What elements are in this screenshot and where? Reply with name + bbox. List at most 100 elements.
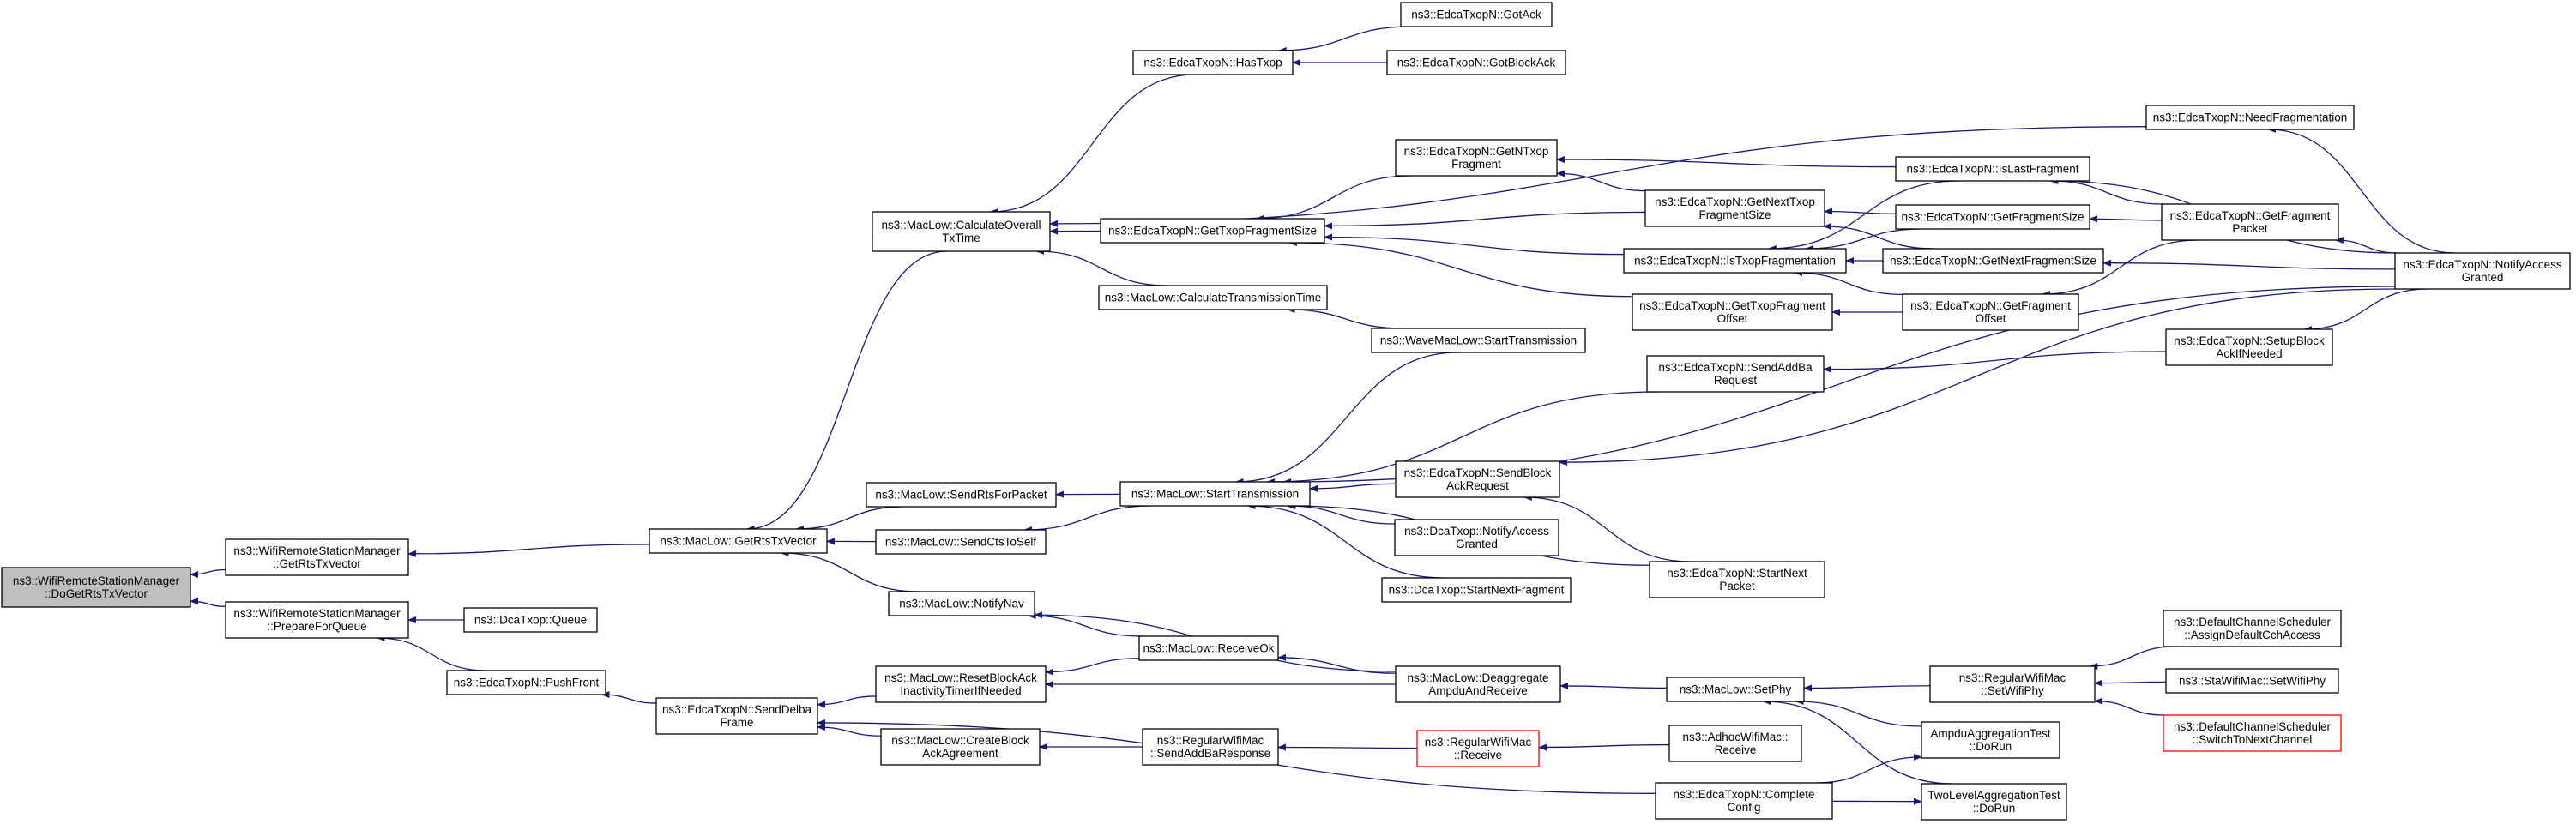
node-label-sta_setphy-0: ns3::StaWifiMac::SetWifiPhy: [2179, 675, 2326, 688]
node-rwm_sendaddba[interactable]: ns3::RegularWifiMac::SendAddBaResponse: [1142, 728, 1279, 766]
node-label-needfrag-0: ns3::EdcaTxopN::NeedFragmentation: [2153, 111, 2348, 124]
node-label-resetblock-0: ns3::MacLow::ResetBlockAck: [884, 671, 1037, 684]
node-label-getnexttxopfragsize-1: FragmentSize: [1698, 208, 1771, 221]
node-getfragsize[interactable]: ns3::EdcaTxopN::GetFragmentSize: [1895, 204, 2090, 230]
node-label-dcs_assign-0: ns3::DefaultChannelScheduler: [2174, 616, 2332, 629]
node-sta_setphy[interactable]: ns3::StaWifiMac::SetWifiPhy: [2165, 668, 2339, 694]
edge-rwm_setphy-to-setphy: [1803, 684, 1931, 692]
node-getrts_mgr[interactable]: ns3::WifiRemoteStationManager::GetRtsTxV…: [225, 538, 409, 576]
node-dcs_assign[interactable]: ns3::DefaultChannelScheduler::AssignDefa…: [2163, 610, 2342, 647]
node-box-receiveok: [1138, 635, 1279, 661]
node-box-ampdu_test: [1921, 721, 2060, 759]
node-box-calcoverall: [872, 211, 1051, 252]
node-gotblockack[interactable]: ns3::EdcaTxopN::GotBlockAck: [1386, 50, 1566, 75]
edge-getnexttxopfragsize-to-getntxopfrag: [1556, 170, 1646, 192]
node-box-deaggregate: [1395, 665, 1561, 703]
edge-pushfront-to-prepare: [376, 635, 486, 671]
node-dca_queue[interactable]: ns3::DcaTxop::Queue: [463, 607, 598, 633]
node-ml_start[interactable]: ns3::MacLow::StartTransmission: [1119, 481, 1311, 507]
node-setphy[interactable]: ns3::MacLow::SetPhy: [1666, 677, 1805, 702]
node-box-ml_start: [1119, 481, 1311, 507]
node-label-setupblock-1: AckIfNeeded: [2216, 347, 2282, 360]
node-box-setupblock: [2165, 328, 2333, 366]
node-rwm_receive[interactable]: ns3::RegularWifiMac::Receive: [1416, 730, 1540, 767]
node-label-pushfront-0: ns3::EdcaTxopN::PushFront: [454, 677, 600, 689]
node-receiveok[interactable]: ns3::MacLow::ReceiveOk: [1138, 635, 1279, 661]
node-label-sendrtsforpacket-0: ns3::MacLow::SendRtsForPacket: [875, 489, 1047, 502]
node-dca_startnext[interactable]: ns3::DcaTxop::StartNextFragment: [1381, 577, 1572, 603]
node-istxopfrag[interactable]: ns3::EdcaTxopN::IsTxopFragmentation: [1623, 248, 1847, 274]
node-box-dcs_switch: [2163, 714, 2342, 752]
edge-notifyaccess-to-getfragpacket: [2334, 237, 2398, 254]
node-ampdu_test[interactable]: AmpduAggregationTest::DoRun: [1921, 721, 2060, 759]
node-sendctstoself[interactable]: ns3::MacLow::SendCtsToSelf: [875, 529, 1047, 555]
node-adhoc_receive[interactable]: ns3::AdhocWifiMac::Receive: [1668, 725, 1802, 762]
node-getnextfragsize[interactable]: ns3::EdcaTxopN::GetNextFragmentSize: [1882, 248, 2104, 274]
node-label-rwm_receive-1: ::Receive: [1454, 749, 1502, 761]
node-notifynav[interactable]: ns3::MacLow::NotifyNav: [888, 591, 1035, 616]
node-gettxopfragsize[interactable]: ns3::EdcaTxopN::GetTxopFragmentSize: [1100, 218, 1325, 244]
node-label-gettxopfragsize-0: ns3::EdcaTxopN::GetTxopFragmentSize: [1108, 225, 1317, 238]
node-label-gotack-0: ns3::EdcaTxopN::GotAck: [1411, 9, 1541, 21]
node-box-adhoc_receive: [1668, 725, 1802, 762]
edge-getrts_mgr-to-root: [190, 568, 226, 579]
node-box-gotack: [1400, 2, 1553, 27]
node-box-needfrag: [2145, 105, 2355, 130]
node-hastxop[interactable]: ns3::EdcaTxopN::HasTxop: [1132, 50, 1294, 75]
node-dcs_switch[interactable]: ns3::DefaultChannelScheduler::SwitchToNe…: [2163, 714, 2342, 752]
node-label-dca_notify-0: ns3::DcaTxop::NotifyAccess: [1404, 525, 1549, 538]
node-wavestart[interactable]: ns3::WaveMacLow::StartTransmission: [1371, 328, 1586, 353]
edge-islastfrag-to-getntxopfrag: [1556, 156, 1897, 168]
node-calctx[interactable]: ns3::MacLow::CalculateTransmissionTime: [1098, 285, 1328, 310]
edge-notifyaccess-to-getnextfragsize: [2102, 259, 2396, 270]
node-needfrag[interactable]: ns3::EdcaTxopN::NeedFragmentation: [2145, 105, 2355, 130]
node-twolevel_test[interactable]: TwoLevelAggregationTest::DoRun: [1921, 783, 2067, 821]
node-ml_getrts[interactable]: ns3::MacLow::GetRtsTxVector: [649, 528, 828, 554]
node-label-sendaddba-1: Request: [1714, 374, 1758, 387]
edge-dcs_switch-to-rwm_setphy: [2094, 697, 2164, 716]
node-label-islastfrag-0: ns3::EdcaTxopN::IsLastFragment: [1906, 163, 2078, 176]
node-box-twolevel_test: [1921, 783, 2067, 821]
node-label-edca_startnext-1: Packet: [1719, 580, 1755, 592]
edge-wavestart-to-calctx: [1286, 306, 1404, 329]
node-root[interactable]: ns3::WifiRemoteStationManager::DoGetRtsT…: [1, 567, 191, 608]
node-box-rwm_sendaddba: [1142, 728, 1279, 766]
node-label-gettxopfragoffset-0: ns3::EdcaTxopN::GetTxopFragment: [1639, 299, 1825, 312]
node-label-rwm_sendaddba-0: ns3::RegularWifiMac: [1157, 734, 1264, 747]
node-prepare[interactable]: ns3::WifiRemoteStationManager::PrepareFo…: [225, 601, 409, 639]
edge-hastxop-to-calcoverall: [989, 74, 1196, 215]
node-islastfrag[interactable]: ns3::EdcaTxopN::IsLastFragment: [1895, 156, 2090, 182]
node-label-createblock-1: AckAgreement: [922, 747, 998, 760]
node-label-dca_startnext-0: ns3::DcaTxop::StartNextFragment: [1389, 584, 1565, 597]
node-label-notifyaccess-1: Granted: [2462, 271, 2504, 284]
edge-getnextfragsize-to-getnexttxopfragsize: [1823, 223, 1934, 250]
node-rwm_setphy[interactable]: ns3::RegularWifiMac::SetWifiPhy: [1929, 665, 2096, 703]
node-sendrtsforpacket[interactable]: ns3::MacLow::SendRtsForPacket: [866, 482, 1057, 508]
edge-ml_getrts-to-getrts_mgr: [407, 544, 650, 557]
edge-dca_notify-to-ml_start: [1286, 502, 1396, 525]
node-gotack[interactable]: ns3::EdcaTxopN::GotAck: [1400, 2, 1553, 27]
edge-wavestart-to-ml_start: [1234, 352, 1458, 485]
edge-adhoc_receive-to-rwm_receive: [1538, 743, 1670, 751]
edge-receiveok-to-notifynav: [1027, 612, 1143, 637]
node-label-prepare-0: ns3::WifiRemoteStationManager: [233, 607, 401, 620]
node-pushfront[interactable]: ns3::EdcaTxopN::PushFront: [446, 670, 606, 695]
edge-complete-to-ampdu_test: [1817, 753, 1922, 784]
node-resetblock[interactable]: ns3::MacLow::ResetBlockAckInactivityTime…: [875, 665, 1047, 703]
